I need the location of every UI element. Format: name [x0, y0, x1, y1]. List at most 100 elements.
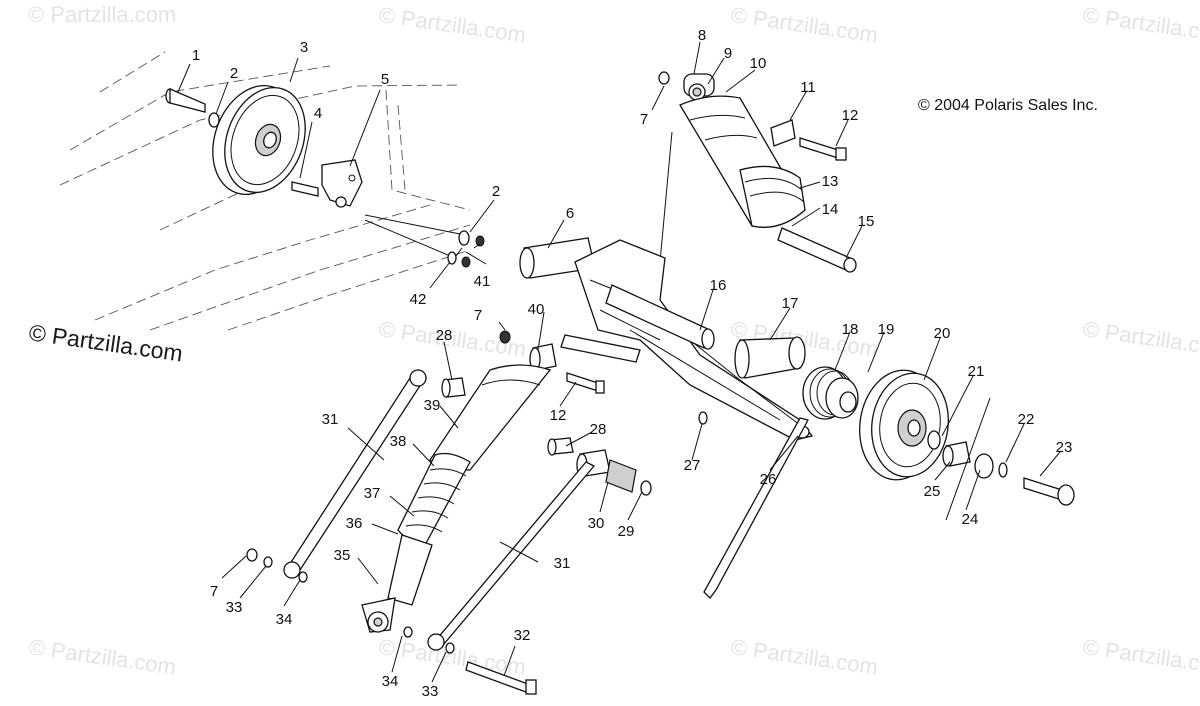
- upper-idler-assembly: [165, 84, 485, 268]
- rear-arm-assembly: [519, 237, 814, 441]
- watermark-top-center: © Partzilla.com: [377, 2, 527, 47]
- idler-wheel-20: [859, 369, 949, 481]
- callout-40: 40: [528, 301, 545, 318]
- ring-22: [998, 462, 1008, 478]
- lower-link-rods: [246, 369, 596, 695]
- washer-33-left: [263, 556, 273, 568]
- callout-32: 32: [514, 627, 531, 644]
- lower-shock-boot-38: [397, 452, 471, 546]
- watermark-bottom-left: © Partzilla.com: [27, 634, 177, 679]
- callout-41: 41: [474, 273, 491, 290]
- bolt-12-top: [799, 137, 847, 161]
- bushing-11: [770, 119, 796, 147]
- callout-14: 14: [822, 201, 839, 218]
- lower-shock-eye-35: [361, 597, 396, 633]
- copyright-notice: © 2004 Polaris Sales Inc.: [918, 97, 1098, 114]
- callout-28-mid: 28: [590, 421, 607, 438]
- bushing-28-top: [441, 377, 466, 398]
- callout-20: 20: [934, 325, 951, 342]
- lower-shock-assembly: [361, 330, 708, 633]
- watermark-top-right: © Partzilla.com: [729, 2, 879, 47]
- callout-31-left: 31: [322, 411, 339, 428]
- callout-7-bottom: 7: [210, 583, 218, 600]
- callout-15: 15: [858, 213, 875, 230]
- callout-9: 9: [724, 45, 732, 62]
- callout-27: 27: [684, 457, 701, 474]
- bushing-28-mid: [547, 437, 574, 456]
- callout-26: 26: [760, 471, 777, 488]
- callout-19: 19: [878, 321, 895, 338]
- rear-idler-assembly: [703, 366, 1075, 599]
- callout-29: 29: [618, 523, 635, 540]
- callout-30: 30: [588, 515, 605, 532]
- washer-24: [974, 453, 994, 479]
- watermark-top-far-right: © Partzilla.com: [1081, 2, 1200, 47]
- axle-rod-2: [364, 219, 456, 259]
- callout-11: 11: [800, 79, 816, 96]
- callout-23: 23: [1056, 439, 1073, 456]
- bolt-32: [465, 661, 537, 695]
- nut-7-bottom: [246, 548, 258, 562]
- axle-rod: [364, 214, 466, 236]
- callout-1: 1: [192, 47, 200, 64]
- callout-22: 22: [1018, 411, 1035, 428]
- bushing-17: [734, 336, 806, 379]
- callout-36: 36: [346, 515, 363, 532]
- callout-42: 42: [410, 291, 427, 308]
- callout-35: 35: [334, 547, 351, 564]
- nut-41-a: [475, 235, 485, 247]
- bearing-21: [927, 430, 941, 450]
- pivot-bolt: [560, 334, 641, 363]
- callout-38: 38: [390, 433, 407, 450]
- callout-39: 39: [424, 397, 441, 414]
- rod-31-left: [283, 369, 427, 579]
- nut-41-b: [461, 256, 471, 268]
- torsion-spring-18: [802, 366, 859, 420]
- washer-33-right: [445, 642, 455, 654]
- upper-shock-assembly: [658, 71, 857, 273]
- callout-12-top: 12: [842, 107, 859, 124]
- crossbar-16: [605, 284, 715, 350]
- bolt-1: [165, 88, 206, 113]
- callout-4: 4: [314, 105, 322, 122]
- bushing-34-right: [403, 626, 413, 638]
- lower-shock-rod-36: [387, 534, 433, 606]
- spring-leg-19: [703, 417, 809, 599]
- callout-7-top: 7: [640, 111, 648, 128]
- shock-link-line: [659, 131, 673, 263]
- upper-shock-spring-13: [739, 165, 806, 228]
- watermark-bottom-right: © Partzilla.com: [729, 634, 879, 679]
- callout-10: 10: [750, 55, 767, 72]
- watermark-mid-far-right: © Partzilla.com: [1081, 316, 1200, 361]
- spacer-25: [942, 441, 971, 467]
- rod-31-right: [427, 461, 596, 651]
- washer-2-right: [458, 230, 470, 246]
- callouts: 1 2 3 4 5 2 41 42 6 7 8 9 10 11 12 13 14…: [192, 27, 1073, 700]
- bolt-4: [291, 181, 319, 197]
- callout-5: 5: [381, 71, 389, 88]
- callout-28-top: 28: [436, 327, 453, 344]
- callout-2-top: 2: [230, 65, 238, 82]
- bolt-12-mid: [566, 372, 605, 394]
- watermark-bottom-far-right: © Partzilla.com: [1081, 634, 1200, 679]
- bolt-23: [1023, 477, 1075, 506]
- bushing-29: [605, 459, 652, 496]
- upper-shock-rod-15: [777, 227, 857, 273]
- leader-lines: [177, 41, 1061, 683]
- callout-6: 6: [566, 205, 574, 222]
- callout-37: 37: [364, 485, 381, 502]
- washer-2: [208, 112, 220, 128]
- callout-31-right: 31: [554, 555, 571, 572]
- watermark-top-left: © Partzilla.com: [28, 2, 176, 27]
- bushing-40: [529, 343, 557, 371]
- callout-13: 13: [822, 173, 839, 190]
- callout-34-right: 34: [382, 673, 399, 690]
- callout-16: 16: [710, 277, 727, 294]
- callout-2-right: 2: [492, 183, 500, 200]
- callout-17: 17: [782, 295, 799, 312]
- washer-42: [447, 251, 457, 265]
- idler-wheel-3: [212, 84, 306, 196]
- callout-12-mid: 12: [550, 407, 567, 424]
- nut-7-top: [658, 71, 670, 85]
